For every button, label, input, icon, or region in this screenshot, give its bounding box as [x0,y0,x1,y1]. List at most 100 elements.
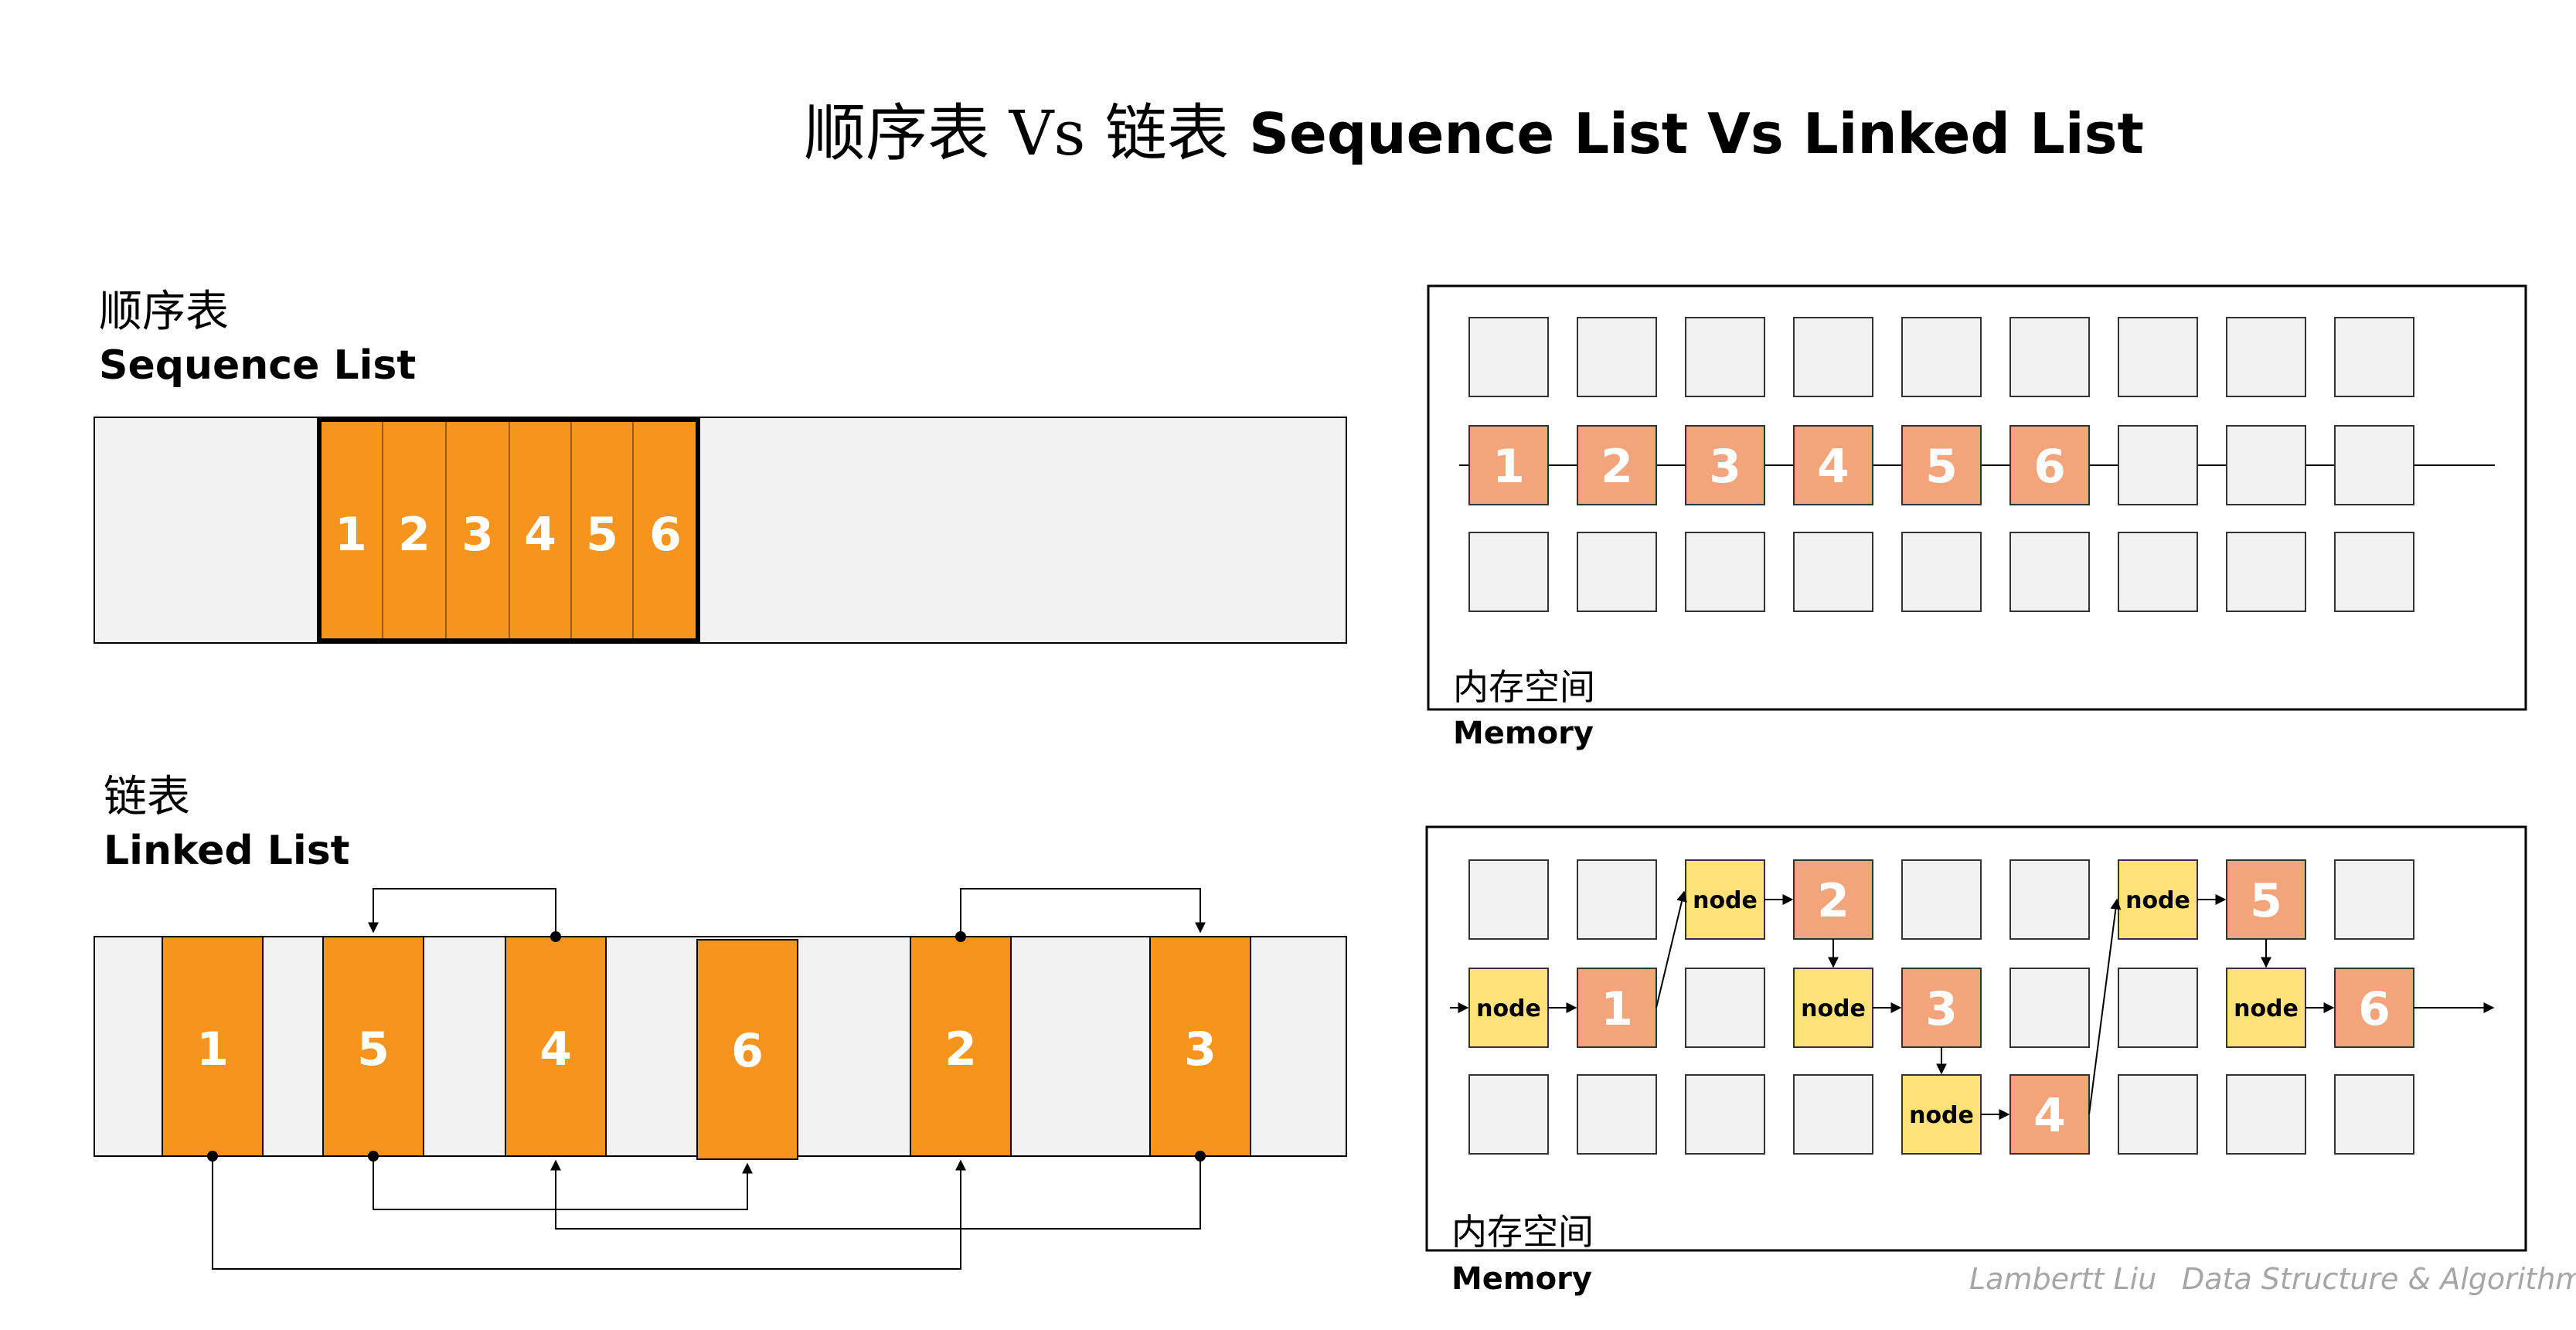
sequence-label-cn: 顺序表 [99,287,229,337]
memory-seq-cell-empty [2226,532,2306,612]
memory-seq-cell-label: 4 [1817,440,1849,494]
memory-seq-cell-empty [2226,425,2306,505]
sequence-cell-1: 1 [335,508,367,562]
linked-block-3 [1149,936,1251,1157]
memory-linked-node [1468,968,1549,1048]
memory-seq-cell-empty [2334,425,2414,505]
memory-seq-cell-empty [1577,317,1657,397]
arrow-1-to-node [1656,890,1687,1009]
memory-linked-cell-empty [1577,1074,1657,1155]
linked-block-4-label: 4 [539,1022,572,1077]
memory-linked-value [2226,859,2306,940]
memory-linked-value [1793,859,1873,940]
title-cn: 顺序表 Vs 链表 [804,97,1229,169]
memory-seq-label-cn: 内存空间 [1453,666,1595,708]
memory-linked-value-label: 5 [2250,874,2282,928]
memory-seq-cell-filled [2009,425,2090,505]
memory-seq-cell-empty [2334,317,2414,397]
memory-seq-cell-empty [2009,317,2090,397]
arrow-4-to-node [2088,898,2122,1115]
memory-linked-cell-empty [2226,1074,2306,1155]
memory-seq-cell-label: 1 [1492,440,1525,494]
memory-seq-cell-empty [2118,532,2198,612]
memory-seq-cell-empty [1901,532,1982,612]
memory-seq-cell-empty [1793,317,1873,397]
linked-list-connectors [212,888,1206,1270]
memory-seq-cell-label: 2 [1601,440,1633,494]
memory-seq-cell-empty [2118,317,2198,397]
linked-block-6 [696,939,798,1160]
memory-linked-cell-empty [1685,968,1765,1048]
sequence-cell-3: 3 [461,508,494,562]
memory-linked-value-label: 4 [2033,1089,2066,1143]
memory-linked-value-label: 1 [1601,982,1633,1036]
memory-seq-cell-label: 6 [2033,440,2066,494]
memory-seq-cell-filled [1468,425,1549,505]
memory-linked-cell-empty [2118,968,2198,1048]
linked-label-en: Linked List [104,828,350,874]
memory-linked-cell-empty [1468,859,1549,940]
memory-linked-value-label: 3 [1925,982,1958,1036]
sequence-cell-2: 2 [398,508,430,562]
memory-linked-cell-empty [1901,859,1982,940]
memory-seq-cell-empty [1793,532,1873,612]
memory-seq-cell-empty [2009,532,2090,612]
memory-linked-cell-empty [2334,859,2414,940]
memory-linked-cell-empty [2334,1074,2414,1155]
sequence-label-en: Sequence List [99,342,416,389]
linked-list-dots [207,931,1206,1162]
memory-linked-node-label: node [1693,887,1758,914]
memory-seq-cell-empty [1468,317,1549,397]
linked-block-1 [162,936,264,1157]
memory-linked-node [2226,968,2306,1048]
linked-block-2 [910,936,1012,1157]
memory-linked-node [1685,859,1765,940]
memory-linked-value-label: 6 [2358,982,2391,1036]
memory-seq-cell-empty [1901,317,1982,397]
sequence-cell-4: 4 [524,508,556,562]
memory-seq-cell-filled [1901,425,1982,505]
memory-linked-cell-empty [2009,968,2090,1048]
memory-seq-label-en: Memory [1453,716,1594,751]
memory-seq-cell-empty [1468,532,1549,612]
footer-topic: Data Structure & Algorithm [2182,1262,2576,1296]
memory-seq-cell-filled [1793,425,1873,505]
memory-linked-label-en: Memory [1451,1261,1592,1297]
memory-seq-cell-label: 3 [1709,440,1741,494]
linked-block-5-label: 5 [357,1022,390,1077]
memory-linked-node [1793,968,1873,1048]
memory-linked-cell-empty [1577,859,1657,940]
linked-block-5 [322,936,424,1157]
memory-linked-cell-empty [2009,859,2090,940]
memory-seq-cell-empty [1685,317,1765,397]
memory-linked-cell-empty [1685,1074,1765,1155]
memory-linked-cell-empty [2118,1074,2198,1155]
memory-linked-value [1577,968,1657,1048]
linked-label-cn: 链表 [104,772,190,822]
memory-seq-cell-filled [1685,425,1765,505]
sequence-list-strip: 1 2 3 4 5 6 [94,417,1347,644]
memory-seq-cell-filled [1577,425,1657,505]
memory-linked-value-label: 2 [1817,874,1849,928]
memory-linked-node-label: node [1801,995,1866,1022]
memory-linked-value [2334,968,2414,1048]
memory-linked-cell-empty [1468,1074,1549,1155]
memory-linked-value [1901,968,1982,1048]
memory-linked-node-label: node [2125,887,2190,914]
linked-block-1-label: 1 [196,1022,229,1077]
memory-linked-cell-empty [1793,1074,1873,1155]
memory-sequence-panel: 1 2 3 4 5 6 内存空间 Memory [1427,284,2527,751]
footer-author: Lambertt Liu [1969,1262,2156,1296]
linked-block-2-label: 2 [944,1022,977,1077]
memory-seq-cell-empty [1577,532,1657,612]
memory-seq-cell-empty [2334,532,2414,612]
sequence-cell-5: 5 [586,508,618,562]
memory-seq-cell-empty [2118,425,2198,505]
memory-linked-node-label: node [1909,1102,1974,1129]
linked-block-6-label: 6 [731,1024,764,1078]
memory-seq-cell-label: 5 [1925,440,1958,494]
memory-linked-label-cn: 内存空间 [1451,1211,1594,1253]
memory-seq-cell-empty [2226,317,2306,397]
memory-linked-node [1901,1074,1982,1155]
